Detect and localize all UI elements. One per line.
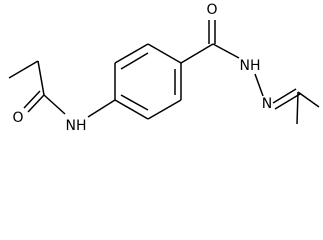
- bond-ring-carbonyl: [180, 43, 214, 64]
- bond-nh-n: [254, 73, 264, 97]
- atom-nh-amide: NH: [66, 118, 87, 134]
- bond-imine-double-b: [274, 93, 301, 110]
- bond-ethyl-ch3-ch2: [8, 60, 39, 79]
- bond-carbonyl-nh: [212, 43, 240, 59]
- ring-bond-6: [114, 99, 149, 120]
- ring-inner-double-3: [120, 94, 149, 111]
- atom-n-imine: N: [262, 96, 272, 112]
- bond-ethyl-ch2-carbonyl: [37, 60, 45, 96]
- ring-bond-2: [114, 43, 149, 64]
- ring-bond-5: [147, 99, 182, 120]
- bond-n-ring: [87, 99, 116, 118]
- atom-o-right: O: [206, 2, 217, 18]
- bond-imine-c-methyl-up: [297, 91, 320, 108]
- atom-nh-hydrazide: NH: [240, 58, 261, 74]
- bond-imine-c-methyl-down: [296, 91, 299, 125]
- bond-amide-carbonyl-o-a: [27, 94, 45, 113]
- bond-carbonyl-n: [43, 94, 66, 115]
- chemical-structure-diagram: O NH O NH N: [8, 2, 320, 134]
- bond-imine-double-a: [272, 88, 297, 104]
- bond-amide-carbonyl-o-b: [23, 90, 41, 109]
- ring-inner-double-1: [120, 52, 149, 70]
- atom-o-left: O: [12, 110, 23, 126]
- ring-bond-3: [147, 43, 182, 64]
